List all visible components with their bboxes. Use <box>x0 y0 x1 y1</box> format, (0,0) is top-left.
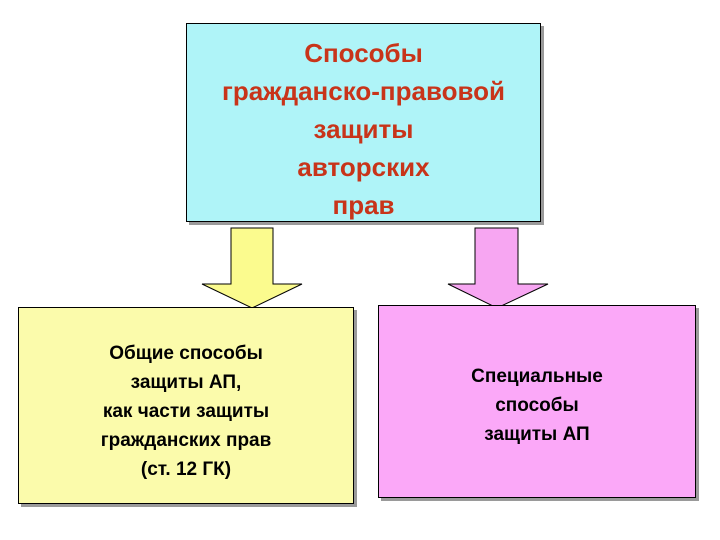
left-box-line: гражданских прав <box>100 430 272 451</box>
right-arrow-shape <box>447 227 549 309</box>
top-box-line: гражданско-правовой <box>221 76 506 106</box>
left-down-arrow <box>201 227 303 309</box>
top-box-line: защиты <box>313 114 414 144</box>
left-box-line: как части защиты <box>102 401 270 422</box>
left-box-general-methods: Общие способы защиты АП, как части защит… <box>18 307 354 504</box>
top-box-line: авторских <box>297 152 430 182</box>
left-box-line: (ст. 12 ГК) <box>140 459 232 480</box>
left-arrow-shape <box>201 227 303 309</box>
right-box-line: способы <box>495 395 579 416</box>
top-box-main-topic: Способы гражданско-правовой защиты автор… <box>186 23 541 222</box>
right-box-line: защиты АП <box>484 424 590 445</box>
top-box-line: прав <box>332 190 395 220</box>
right-box-special-methods: Специальные способы защиты АП <box>378 305 696 498</box>
top-box-line: Способы <box>304 38 423 68</box>
right-box-line: Специальные <box>471 366 603 387</box>
left-box-line: Общие способы <box>109 343 263 364</box>
left-box-line: защиты АП, <box>130 372 242 393</box>
right-down-arrow <box>447 227 549 309</box>
